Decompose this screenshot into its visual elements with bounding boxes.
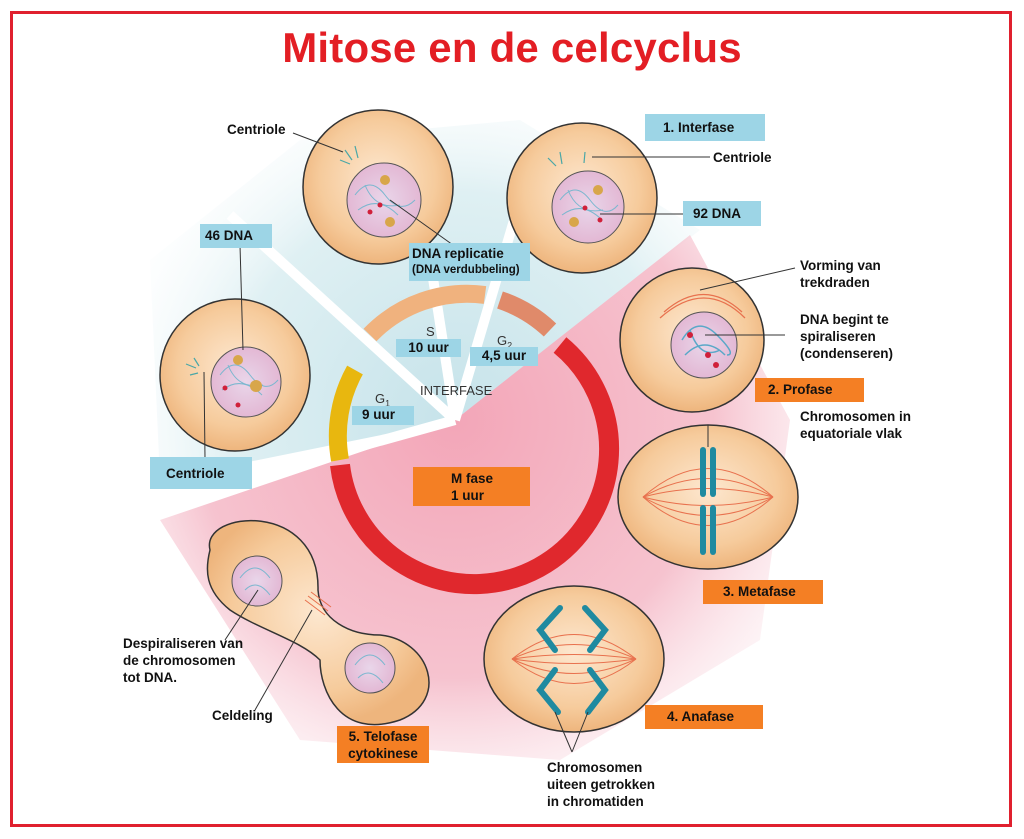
dna-replication-subtitle: (DNA verdubbeling) <box>412 264 520 276</box>
phase-m-box: M fase 1 uur <box>413 467 530 506</box>
stage-label-telofase-line2: cytokinese <box>348 746 418 761</box>
cell-interphase-g2 <box>506 122 658 274</box>
g2-arc <box>496 291 557 337</box>
diagram-title: Mitose en de celcyclus <box>282 24 742 71</box>
phase-m-name: M fase <box>451 471 494 486</box>
cell-metaphase <box>617 424 799 570</box>
dna-replication-title: DNA replicatie <box>412 246 504 261</box>
annotation-92-dna: 92 DNA <box>683 201 761 226</box>
phase-g2-duration: 4,5 uur <box>470 347 538 366</box>
cell-telophase <box>206 519 430 726</box>
spindle-line2: trekdraden <box>800 275 870 290</box>
diagram-frame <box>10 11 1012 827</box>
condense-line1: DNA begint te <box>800 312 889 327</box>
s-arc <box>363 284 487 342</box>
stage-label-metafase: 3. Metafase <box>703 580 823 604</box>
condense-line3: (condenseren) <box>800 346 894 361</box>
annotation-spindle: Vorming van trekdraden <box>800 257 881 291</box>
cycle-ring <box>328 284 620 595</box>
cell-prophase <box>619 267 765 413</box>
phase-g2-name: G2 <box>497 333 513 351</box>
anaphase-line3: in chromatiden <box>547 794 644 809</box>
phase-s-name: S <box>426 324 435 339</box>
cell-anaphase <box>483 585 665 733</box>
annotation-centriole-top: Centriole <box>227 122 286 137</box>
phase-g1-name: G1 <box>375 391 391 409</box>
despiral-line3: tot DNA. <box>123 670 177 685</box>
stage-label-interfase: 1. Interfase <box>645 114 765 141</box>
anaphase-line2: uiteen getrokken <box>547 777 656 792</box>
annotation-equator: Chromosomen in equatoriale vlak <box>800 408 911 442</box>
m-arc <box>330 337 620 595</box>
stage-label-telofase: 5. Telofase cytokinese <box>337 726 429 763</box>
annotation-despiral: Despiraliseren van de chromosomen tot DN… <box>123 635 243 686</box>
despiral-line2: de chromosomen <box>123 653 236 668</box>
cycle-center-label: INTERFASE <box>420 383 493 398</box>
phase-g1-duration: 9 uur <box>352 406 414 425</box>
anaphase-line1: Chromosomen <box>547 760 643 775</box>
cell-interphase-g1-top <box>302 109 454 265</box>
stage-label-anafase: 4. Anafase <box>645 705 763 729</box>
annotation-centriole-right: Centriole <box>713 150 772 165</box>
despiral-line1: Despiraliseren van <box>123 636 244 651</box>
stage-label-profase: 2. Profase <box>755 378 864 402</box>
phase-s-duration: 10 uur <box>396 339 461 357</box>
spindle-line1: Vorming van <box>800 258 881 273</box>
annotation-anaphase: Chromosomen uiteen getrokken in chromati… <box>547 759 655 810</box>
equator-line1: Chromosomen in <box>800 409 912 424</box>
phase-m-duration: 1 uur <box>451 488 485 503</box>
stage-label-telofase-line1: 5. Telofase <box>348 729 418 744</box>
annotation-condense: DNA begint te spiraliseren (condenseren) <box>800 311 893 362</box>
g1-arc <box>328 365 363 462</box>
annotation-centriole-left: Centriole <box>150 457 252 489</box>
annotation-division: Celdeling <box>212 708 273 723</box>
annotation-46-dna: 46 DNA <box>200 224 272 248</box>
cell-interphase-g1-left <box>159 298 311 452</box>
condense-line2: spiraliseren <box>800 329 876 344</box>
annotation-dna-replication: DNA replicatie (DNA verdubbeling) <box>409 243 530 281</box>
equator-line2: equatoriale vlak <box>800 426 903 441</box>
